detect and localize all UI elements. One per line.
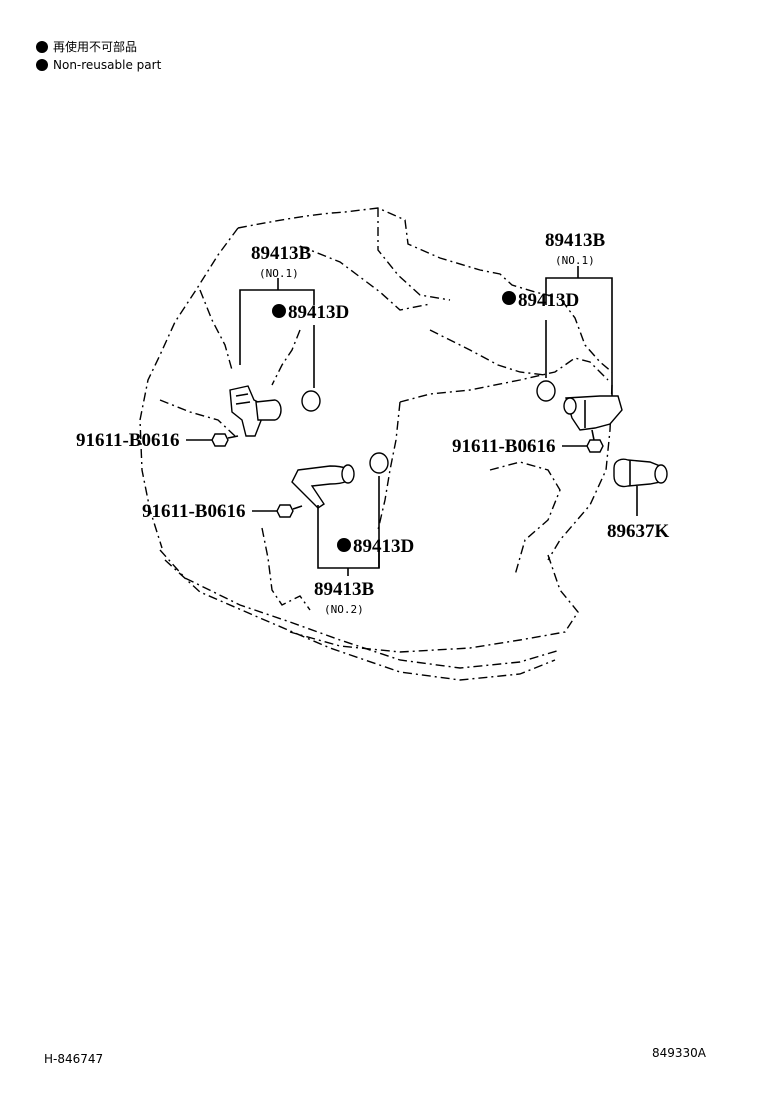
legend-nonreusable-en: Non-reusable part [36, 58, 161, 72]
o-ring-upper-left [301, 390, 321, 412]
callout-91611-b0616-middle: 91611-B0616 [142, 501, 245, 522]
callout-89413d-upper-left: 89413D [288, 302, 349, 323]
callout-89413b-right: 89413B [545, 230, 606, 251]
middle-bolt-group: 91611-B0616 [142, 501, 303, 522]
callout-89413d-right: 89413D [518, 290, 579, 311]
callout-89413d-lower: 89413D [353, 536, 414, 557]
bolt-right [586, 439, 604, 453]
leader-bracket-right [545, 277, 613, 400]
nonreusable-dot-icon [337, 538, 351, 552]
bolt-left [211, 433, 229, 447]
right-bolt-group: 91611-B0616 [452, 429, 604, 457]
nonreusable-dot-icon [272, 304, 286, 318]
illustration-code: H-846747 [44, 1052, 104, 1066]
upper-left-sensor-group: 89413B (NO.1) 89413D [229, 243, 349, 437]
nonreusable-dot-icon [502, 291, 516, 305]
left-bolt-group: 91611-B0616 [76, 430, 239, 451]
callout-no1-upper-left: (NO.1) [259, 267, 299, 280]
nonreusable-dot-icon [36, 59, 48, 71]
switch-group: 89637K [607, 458, 670, 542]
o-ring-right [536, 380, 556, 402]
legend-label-jp: 再使用不可部品 [53, 40, 138, 54]
callout-89413b-upper-left: 89413B [251, 243, 312, 264]
callout-91611-b0616-left: 91611-B0616 [76, 430, 179, 451]
figure-number: 849330A [652, 1046, 707, 1060]
leader-bracket-upper-left [239, 289, 315, 365]
callout-89413b-lower: 89413B [314, 579, 375, 600]
cam-position-sensor-no1 [565, 395, 623, 431]
bolt-middle [276, 504, 294, 518]
callout-no1-right: (NO.1) [555, 254, 595, 267]
engine-outline [139, 207, 613, 681]
o-ring-lower [369, 452, 389, 474]
legend-label-en: Non-reusable part [53, 58, 162, 72]
nonreusable-dot-icon [36, 40, 48, 53]
callout-91611-b0616-right: 91611-B0616 [452, 436, 555, 457]
callout-89637k: 89637K [607, 521, 670, 542]
lower-sensor-group: 89413D 89413B (NO.2) [291, 452, 414, 616]
legend-nonreusable-jp: 再使用不可部品 [36, 38, 137, 55]
right-sensor-group: 89413B (NO.1) 89413D [502, 230, 623, 431]
callout-no2-lower: (NO.2) [324, 603, 364, 616]
crank-position-sensor-no1 [229, 385, 263, 437]
pressure-switch [613, 458, 661, 488]
